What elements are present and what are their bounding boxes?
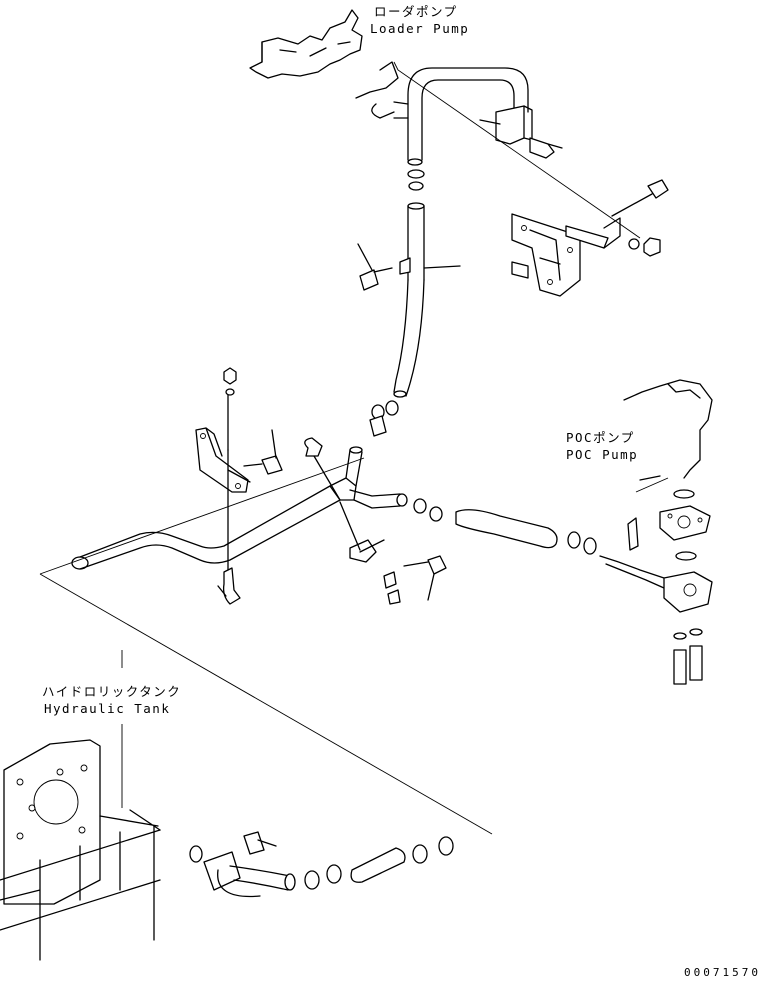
hydraulic-tank-label-jp: ハイドロリックタンク — [42, 684, 181, 699]
bolt-upper-right — [611, 179, 669, 217]
loader-pump-label-en: Loader Pump — [370, 21, 469, 36]
hydraulic-tank-outline — [0, 739, 161, 961]
clamps-middle — [369, 400, 399, 437]
vertical-tube — [393, 202, 461, 398]
mounting-bracket-right — [511, 213, 661, 297]
clamp-center — [304, 437, 447, 605]
top-clamp-bracket — [479, 105, 563, 159]
tank-connection — [189, 831, 454, 898]
loader-pump-label-jp: ローダポンプ — [374, 4, 458, 19]
bolt-tube-left — [357, 243, 393, 291]
poc-pump-outline — [599, 379, 713, 685]
tube-clip — [217, 449, 241, 605]
poc-pump-label-jp: POCポンプ — [566, 430, 635, 445]
poc-pump-label-en: POC Pump — [566, 447, 638, 462]
drawing-number: 00071570 — [684, 966, 761, 979]
hose-to-poc — [413, 498, 597, 555]
loader-pump-outline — [249, 9, 399, 99]
loader-u-tube — [371, 67, 529, 166]
clamps-upper — [407, 169, 425, 191]
hydraulic-tank-label-en: Hydraulic Tank — [44, 701, 170, 716]
leader-lines — [39, 61, 669, 835]
left-support-bracket — [195, 367, 283, 493]
